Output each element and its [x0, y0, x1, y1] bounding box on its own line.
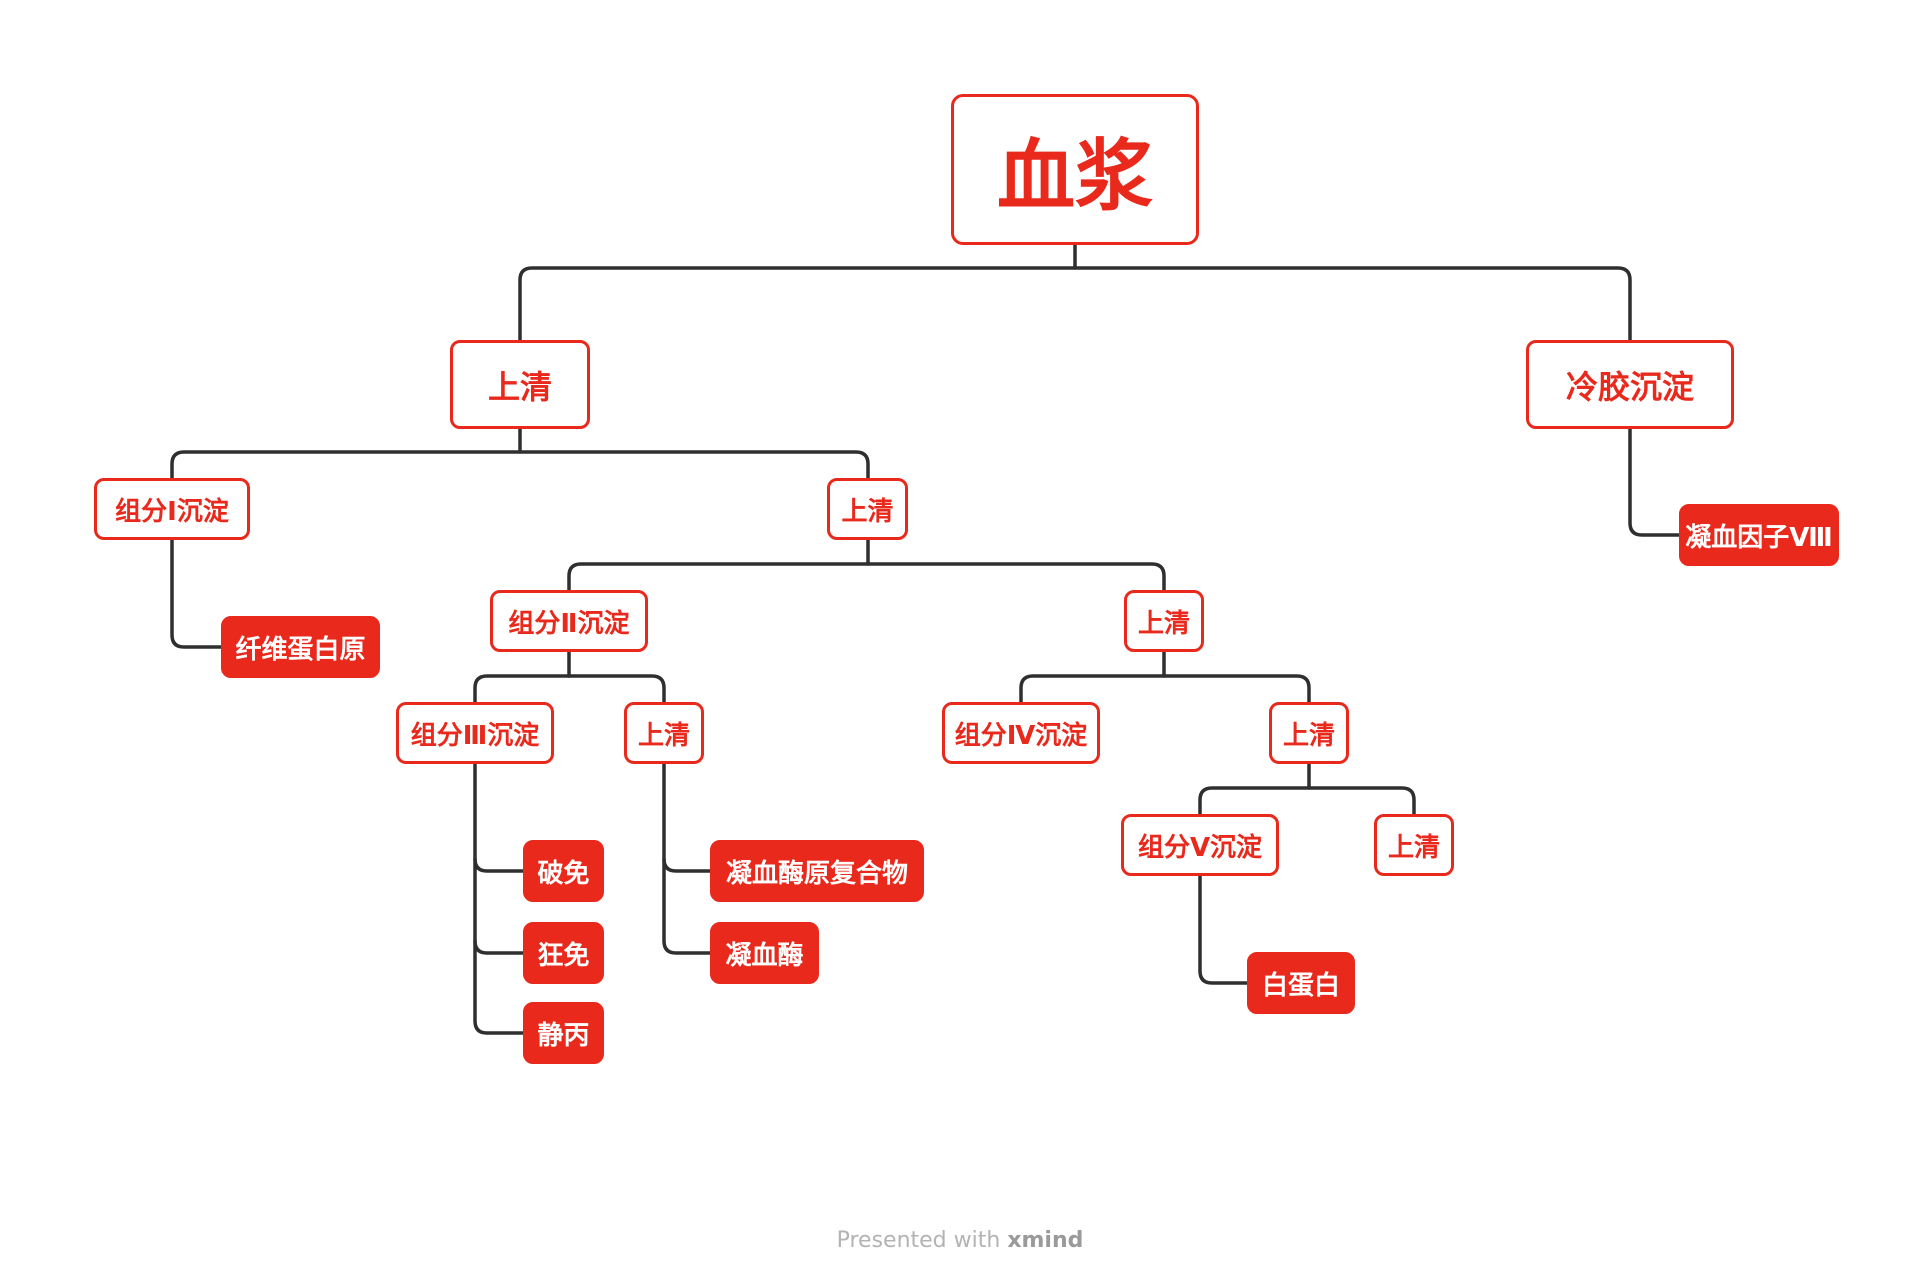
node-label: 凝血因子Ⅷ [1685, 522, 1833, 553]
node-fraction-iii-precipitate[interactable]: 组分Ⅲ沉淀 [396, 702, 554, 764]
root-node-plasma[interactable]: 血浆 [951, 94, 1199, 245]
footer-brand: xmind [1007, 1228, 1084, 1253]
node-label: 白蛋白 [1261, 970, 1340, 1001]
node-fibrinogen[interactable]: 纤维蛋白原 [221, 616, 380, 678]
node-label: 组分Ⅱ沉淀 [508, 608, 630, 639]
node-label: 上清 [1137, 608, 1190, 639]
node-thrombin[interactable]: 凝血酶 [710, 922, 819, 984]
footer-prefix: Presented with [836, 1228, 1008, 1253]
node-label: 凝血酶 [725, 940, 804, 971]
node-fraction-iv-precipitate[interactable]: 组分Ⅳ沉淀 [942, 702, 1100, 764]
node-label: 上清 [487, 367, 552, 406]
node-label: 上清 [841, 496, 894, 527]
node-supernatant-5[interactable]: 上清 [1269, 702, 1349, 764]
node-factor-viii[interactable]: 凝血因子Ⅷ [1679, 504, 1839, 566]
node-supernatant-2[interactable]: 上清 [827, 478, 908, 540]
node-label: 上清 [637, 720, 690, 751]
node-jing-bing[interactable]: 静丙 [523, 1002, 604, 1064]
node-fraction-ii-precipitate[interactable]: 组分Ⅱ沉淀 [490, 590, 648, 652]
node-po-mian[interactable]: 破免 [523, 840, 604, 902]
node-label: 冷胶沉淀 [1565, 367, 1694, 406]
root-node-label: 血浆 [996, 131, 1153, 222]
node-supernatant-4[interactable]: 上清 [624, 702, 704, 764]
node-supernatant-3[interactable]: 上清 [1124, 590, 1204, 652]
node-supernatant-6[interactable]: 上清 [1374, 814, 1454, 876]
node-label: 上清 [1282, 720, 1335, 751]
node-label: 破免 [537, 858, 590, 889]
node-supernatant-1[interactable]: 上清 [450, 340, 590, 429]
node-cryo-precipitate[interactable]: 冷胶沉淀 [1526, 340, 1734, 429]
node-fraction-v-precipitate[interactable]: 组分Ⅴ沉淀 [1121, 814, 1279, 876]
node-label: 纤维蛋白原 [235, 634, 366, 665]
footer-watermark: Presented with xmind [0, 1228, 1920, 1253]
node-label: 组分Ⅳ沉淀 [954, 720, 1088, 751]
node-fraction-i-precipitate[interactable]: 组分Ⅰ沉淀 [94, 478, 250, 540]
node-label: 凝血酶原复合物 [725, 858, 908, 889]
node-label: 静丙 [537, 1020, 590, 1051]
node-label: 组分Ⅲ沉淀 [410, 720, 540, 751]
node-albumin[interactable]: 白蛋白 [1247, 952, 1355, 1014]
node-label: 狂免 [537, 940, 590, 971]
node-kuang-mian[interactable]: 狂免 [523, 922, 604, 984]
node-label: 上清 [1387, 832, 1440, 863]
node-label: 组分Ⅴ沉淀 [1137, 832, 1263, 863]
node-prothrombin-complex[interactable]: 凝血酶原复合物 [710, 840, 924, 902]
node-label: 组分Ⅰ沉淀 [115, 496, 229, 527]
